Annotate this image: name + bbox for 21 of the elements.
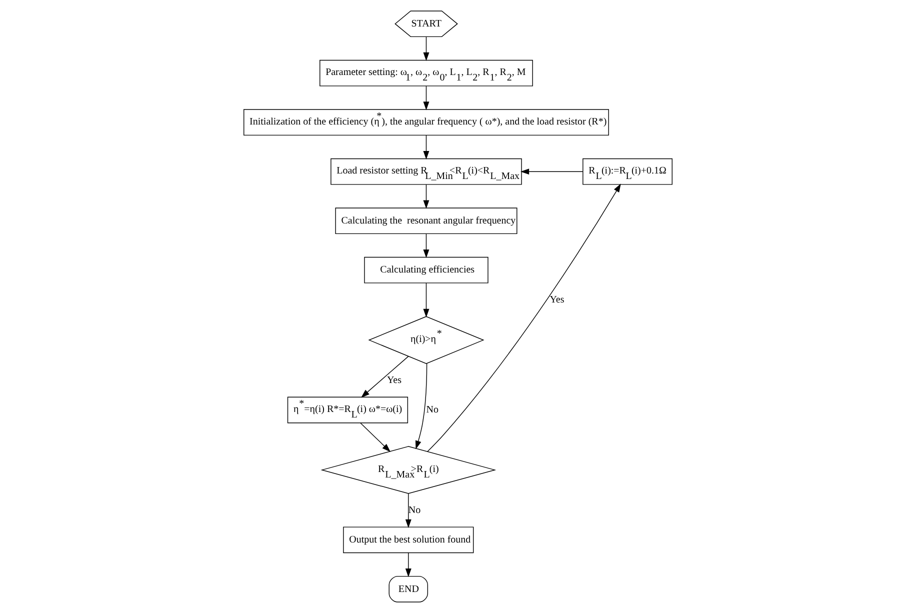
edge-label: No <box>408 504 420 516</box>
edge-label: Yes <box>549 294 564 306</box>
node-box: Output the best solution found <box>342 526 474 554</box>
edge-label: No <box>426 404 438 416</box>
arrow <box>520 168 583 175</box>
node-box: Calculating the resonant angular frequency <box>334 208 517 234</box>
edge-label: Yes <box>386 375 402 386</box>
node-box: END <box>388 576 428 602</box>
arrow <box>422 36 429 61</box>
arrow <box>404 552 411 578</box>
arrow <box>422 282 429 318</box>
arrow <box>414 363 427 450</box>
arrow <box>422 184 429 209</box>
arrow <box>360 422 390 452</box>
arrow <box>422 234 429 258</box>
arrow <box>426 184 620 452</box>
node-box: Calculating efficiencies <box>364 256 488 284</box>
arrow <box>360 356 408 398</box>
arrow <box>404 493 411 528</box>
arrow <box>422 86 429 110</box>
arrow <box>422 135 429 160</box>
